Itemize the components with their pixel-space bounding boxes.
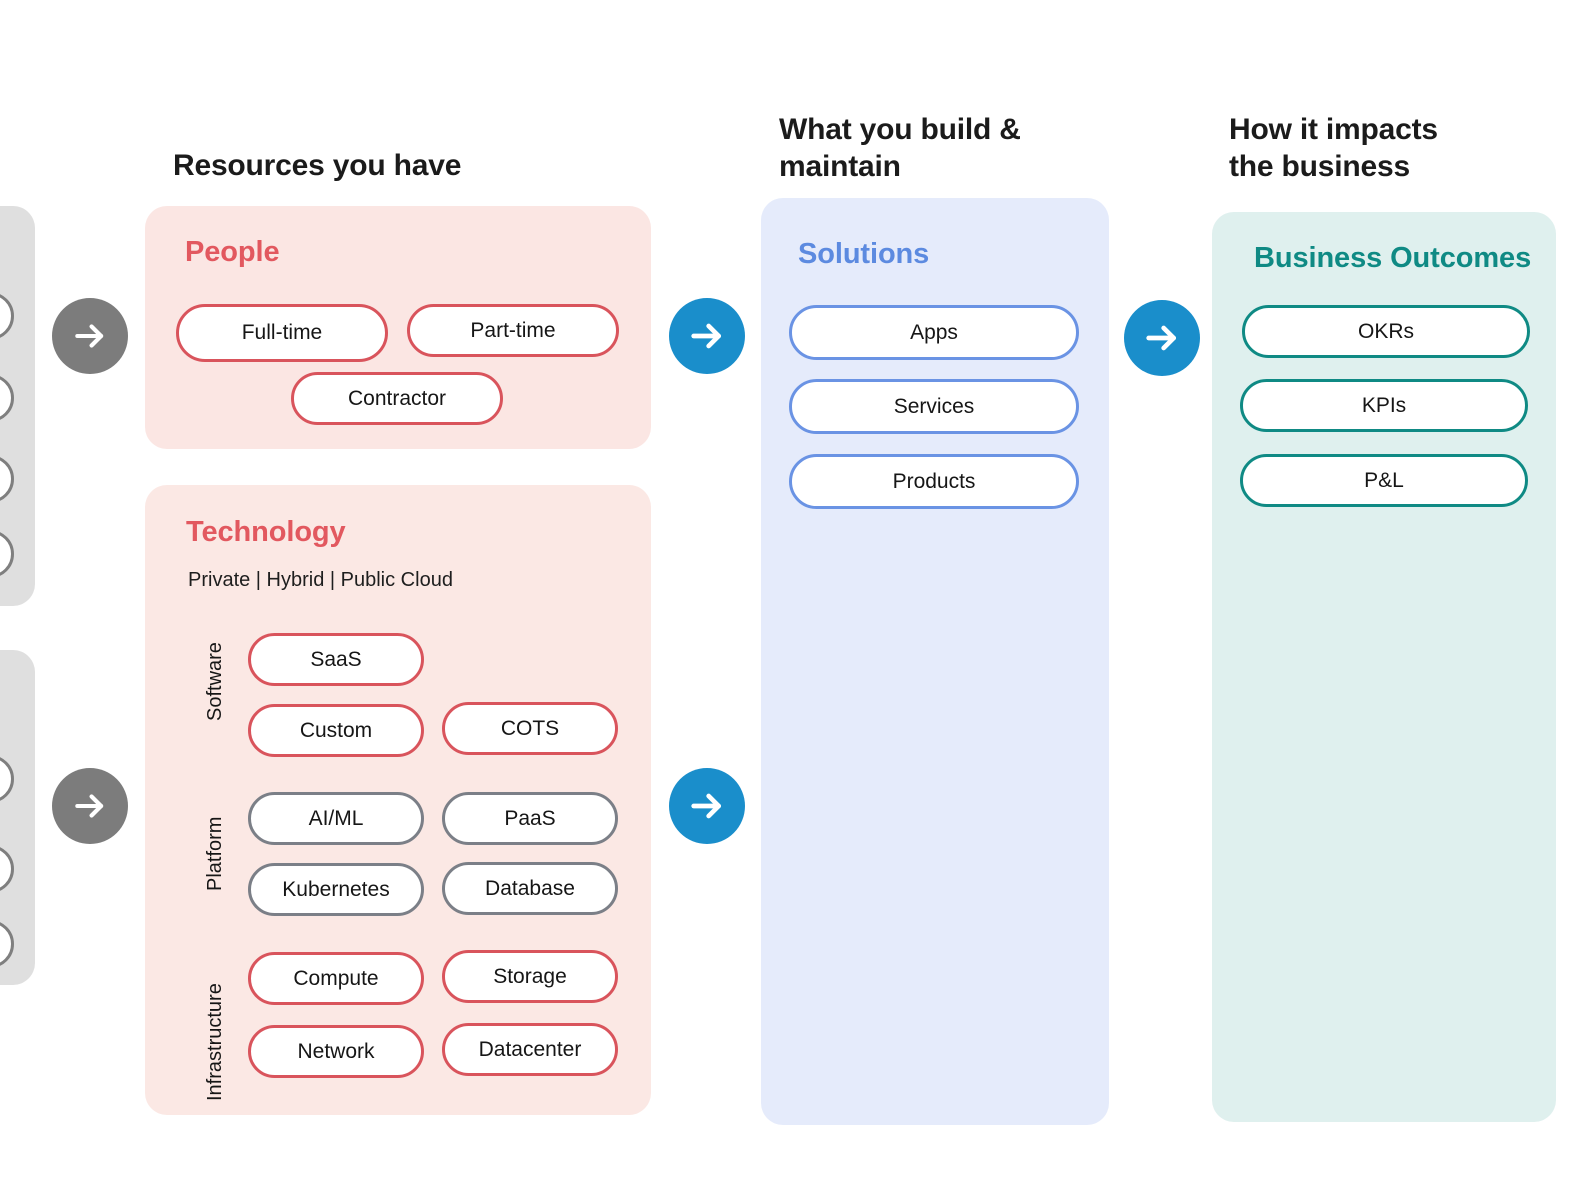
pill-part-time[interactable]: Part-time	[407, 304, 619, 357]
pill-paas[interactable]: PaaS	[442, 792, 618, 845]
page-title-outcomes: How it impacts the business	[1229, 113, 1438, 183]
arrow-into-people[interactable]	[52, 298, 128, 374]
outcomes-panel-title: Business Outcomes	[1254, 242, 1532, 274]
pill-cots[interactable]: COTS	[442, 702, 618, 755]
arrow-technology-to-solutions[interactable]	[669, 768, 745, 844]
page-title-solutions: What you build & maintain	[779, 113, 1021, 183]
arrow-people-to-solutions[interactable]	[669, 298, 745, 374]
pill-products[interactable]: Products	[789, 454, 1079, 509]
solutions-panel-title: Solutions	[798, 238, 930, 270]
pill-okrs[interactable]: OKRs	[1242, 305, 1530, 358]
pill-storage[interactable]: Storage	[442, 950, 618, 1003]
pill-apps[interactable]: Apps	[789, 305, 1079, 360]
arrow-into-technology[interactable]	[52, 768, 128, 844]
group-label-infrastructure: Infrastructure	[204, 983, 226, 1101]
arrow-right-icon	[71, 317, 109, 355]
pill-ai-ml[interactable]: AI/ML	[248, 792, 424, 845]
group-label-software: Software	[204, 642, 226, 721]
technology-panel-title: Technology	[186, 516, 346, 548]
people-panel-title: People	[185, 236, 280, 268]
arrow-solutions-to-outcomes[interactable]	[1124, 300, 1200, 376]
pill-services[interactable]: Services	[789, 379, 1079, 434]
arrow-right-icon	[687, 786, 727, 826]
technology-panel-subtitle: Private | Hybrid | Public Cloud	[188, 569, 453, 591]
pill-database[interactable]: Database	[442, 862, 618, 915]
pill-full-time[interactable]: Full-time	[176, 304, 388, 362]
arrow-right-icon	[687, 316, 727, 356]
pill-pl[interactable]: P&L	[1240, 454, 1528, 507]
arrow-right-icon	[1142, 318, 1182, 358]
outcomes-panel: Business Outcomes OKRs KPIs P&L	[1212, 212, 1556, 1122]
pill-network[interactable]: Network	[248, 1025, 424, 1078]
pill-kubernetes[interactable]: Kubernetes	[248, 863, 424, 916]
people-panel: People Full-time Part-time Contractor	[145, 206, 651, 449]
solutions-panel: Solutions Apps Services Products	[761, 198, 1109, 1125]
pill-contractor[interactable]: Contractor	[291, 372, 503, 425]
technology-panel: Technology Private | Hybrid | Public Clo…	[145, 485, 651, 1115]
page-title-resources: Resources you have	[173, 149, 462, 182]
pill-custom[interactable]: Custom	[248, 704, 424, 757]
group-label-platform: Platform	[204, 816, 226, 891]
pill-compute[interactable]: Compute	[248, 952, 424, 1005]
pill-kpis[interactable]: KPIs	[1240, 379, 1528, 432]
pill-saas[interactable]: SaaS	[248, 633, 424, 686]
pill-datacenter[interactable]: Datacenter	[442, 1023, 618, 1076]
arrow-right-icon	[71, 787, 109, 825]
